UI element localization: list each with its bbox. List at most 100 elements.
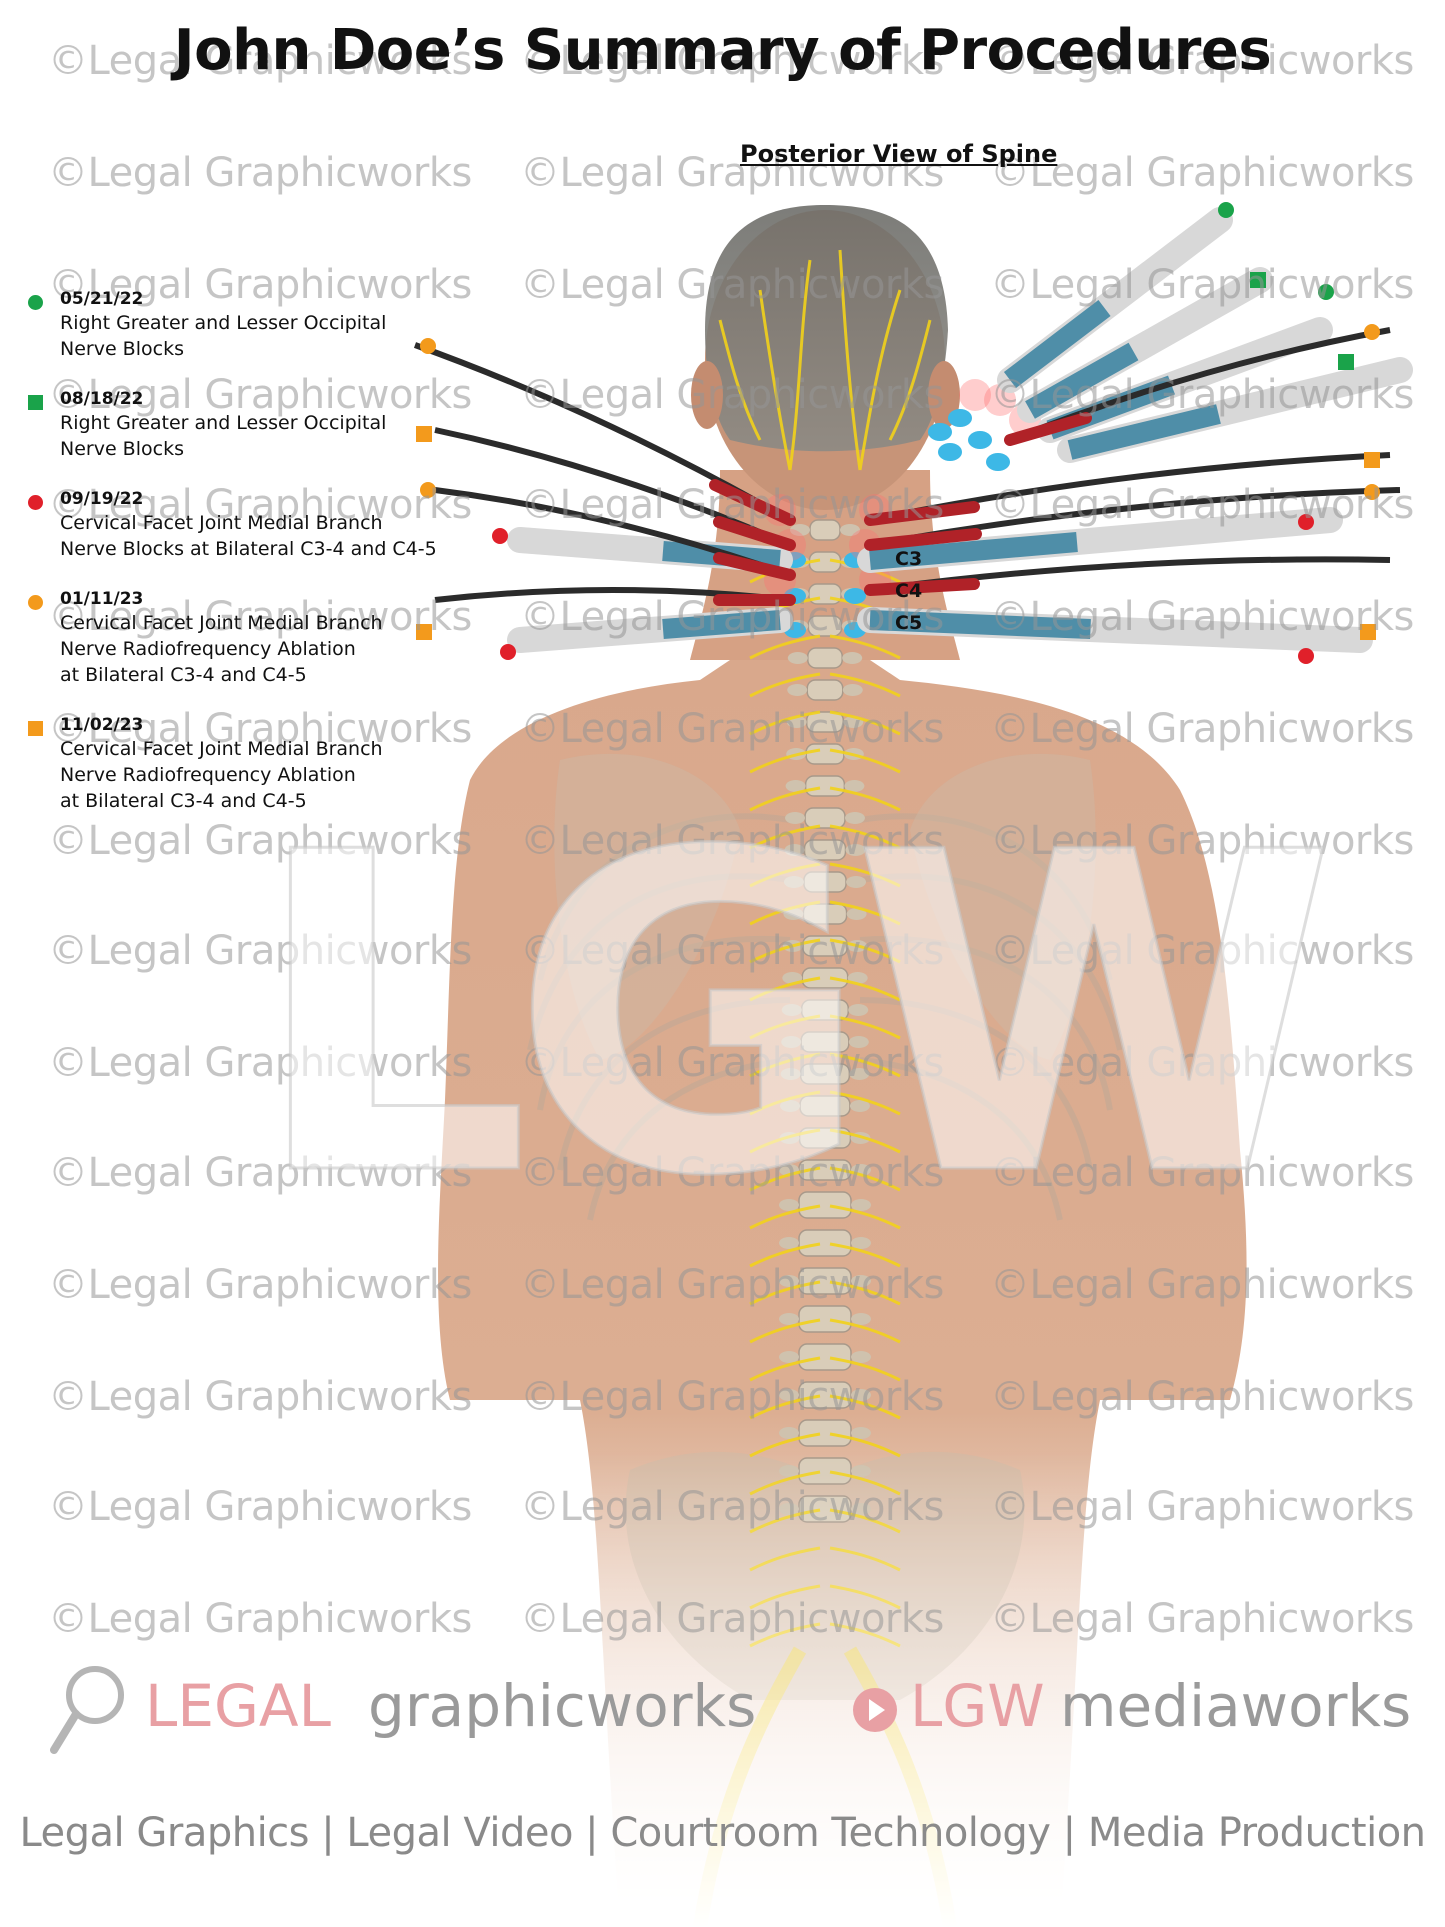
spinal-nerve-branch — [749, 900, 821, 926]
vertebra-label-c4: C4 — [895, 580, 923, 602]
procedure-marker-circle — [1318, 284, 1334, 300]
spinal-nerve-branch — [829, 1318, 901, 1344]
transverse-process — [779, 1427, 799, 1439]
vertebra-label-c5: C5 — [895, 612, 923, 634]
transverse-process — [784, 844, 805, 856]
vertebra — [808, 583, 842, 605]
spinal-nerve-branch — [829, 1394, 901, 1420]
square-marker-icon — [28, 721, 43, 736]
rf-probe-cable — [864, 452, 1391, 526]
spinal-nerve-branch — [749, 938, 821, 964]
legend-description: Right Greater and Lesser Occipital Nerve… — [60, 412, 387, 460]
spinal-nerve-branch — [829, 938, 901, 964]
transverse-process — [851, 1237, 871, 1249]
transverse-process — [781, 1004, 802, 1016]
occipital-nerve — [838, 249, 862, 471]
transverse-process — [779, 1389, 799, 1401]
spinal-nerve-branch — [829, 1204, 901, 1230]
rf-probe-cable — [434, 487, 796, 581]
rf-probe-cable — [413, 342, 796, 526]
procedure-marker-square — [1250, 272, 1266, 288]
procedure-marker-square — [1338, 354, 1354, 370]
transverse-process — [790, 524, 810, 536]
right-scapula — [910, 753, 1096, 1060]
transverse-process — [842, 652, 863, 664]
procedure-marker-circle — [1298, 648, 1314, 664]
spinal-nerve-branch — [829, 1280, 901, 1306]
spinal-nerve-branch — [749, 1166, 821, 1192]
legend-description: Cervical Facet Joint Medial Branch Nerve… — [60, 512, 437, 560]
circle-marker-icon — [28, 295, 43, 310]
rf-probe-cable — [1004, 327, 1391, 446]
spinal-nerve-branch — [749, 786, 821, 812]
circle-marker-icon — [28, 495, 43, 510]
transverse-process — [842, 684, 863, 696]
occipital-injection-site — [948, 409, 972, 427]
rf-probe-cable — [434, 587, 796, 606]
transverse-process — [849, 1100, 870, 1112]
transverse-process — [851, 1313, 871, 1325]
logo-mediaworks-text: mediaworks — [1060, 1672, 1412, 1740]
occipital-injection-site — [928, 423, 952, 441]
vertebra — [809, 519, 841, 541]
rib-cage — [527, 813, 1123, 1221]
legend-description: Cervical Facet Joint Medial Branch Nerve… — [60, 738, 383, 812]
syringe — [997, 207, 1233, 393]
transverse-process — [781, 1036, 802, 1048]
legend-description: Cervical Facet Joint Medial Branch Nerve… — [60, 612, 383, 686]
transverse-process — [779, 1275, 799, 1287]
legend-date: 01/11/23 — [60, 589, 144, 609]
lgw-watermark: LGW — [249, 759, 1339, 1274]
occipital-injection-site — [968, 431, 992, 449]
transverse-process — [848, 1004, 869, 1016]
spinal-nerve-branch — [829, 976, 901, 1002]
syringe — [857, 607, 1373, 653]
transverse-process — [845, 844, 866, 856]
procedure-marker-circle — [1218, 202, 1234, 218]
spinal-nerve-branch — [829, 634, 901, 660]
legend-date: 11/02/23 — [60, 715, 144, 735]
occipital-nerve — [788, 259, 812, 471]
legend-date: 08/18/22 — [60, 389, 144, 409]
spinal-nerve-branch — [829, 824, 901, 850]
spinal-nerve-branch — [829, 1356, 901, 1382]
occipital-injection-site — [938, 443, 962, 461]
spinal-nerve-branch — [749, 1280, 821, 1306]
vertebra — [807, 647, 843, 669]
spinal-nerve-branch — [749, 862, 821, 888]
transverse-process — [779, 1237, 799, 1249]
injection-instruments — [413, 207, 1413, 653]
legend-date: 09/19/22 — [60, 489, 144, 509]
transverse-process — [779, 1313, 799, 1325]
procedure-marker-square — [416, 624, 432, 640]
rf-probe-cable — [864, 487, 1401, 551]
logo-legal-text: LEGAL — [145, 1672, 331, 1740]
procedure-marker-circle — [500, 644, 516, 660]
left-ear — [691, 361, 723, 429]
transverse-process — [787, 684, 808, 696]
occipital-nerve — [888, 319, 932, 441]
vertebra — [805, 711, 845, 733]
transverse-process — [846, 908, 867, 920]
spinal-nerve-branch — [749, 1052, 821, 1078]
transverse-process — [780, 1068, 801, 1080]
syringe — [507, 607, 793, 653]
rf-probe-cable — [864, 556, 1391, 596]
transverse-process — [785, 812, 806, 824]
procedure-marker-circle — [1364, 324, 1380, 340]
spinal-nerve-branch — [749, 1128, 821, 1154]
view-subtitle: Posterior View of Spine — [740, 140, 1058, 168]
spinal-nerve-branch — [749, 1242, 821, 1268]
play-icon — [853, 1688, 897, 1732]
spinal-nerve-branch — [829, 1014, 901, 1040]
transverse-process — [785, 780, 806, 792]
vertebra — [798, 1343, 852, 1371]
logo-graphicworks-text: graphicworks — [368, 1672, 757, 1740]
transverse-process — [851, 1389, 871, 1401]
procedure-marker-square — [1364, 452, 1380, 468]
spinal-nerve-branch — [749, 1204, 821, 1230]
spinal-nerve-branch — [749, 1090, 821, 1116]
